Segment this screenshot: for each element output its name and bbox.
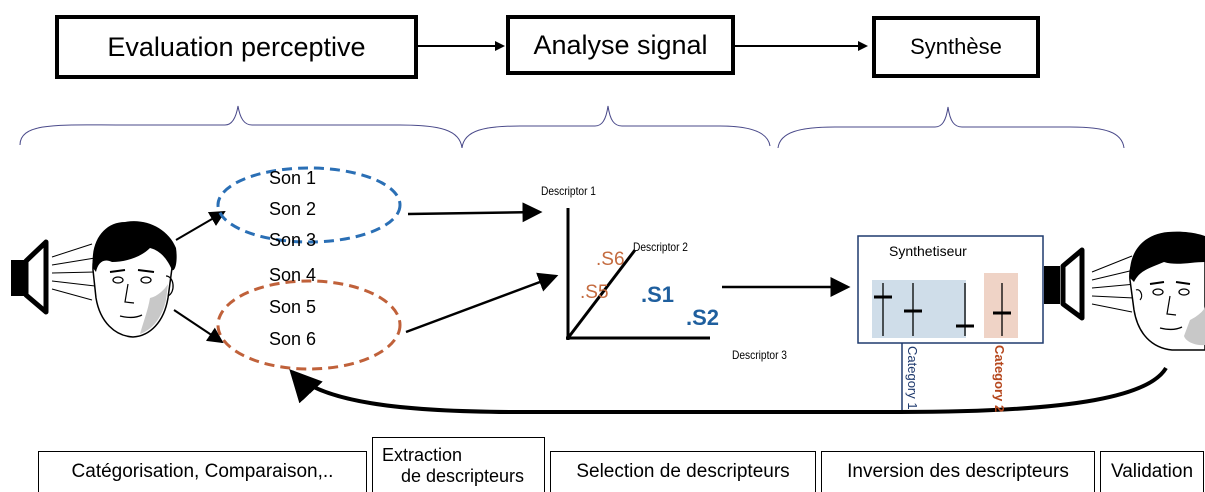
listener-face-left-icon bbox=[92, 221, 177, 338]
stage-synthese-label: Synthèse bbox=[910, 34, 1002, 59]
point-s1: .S1 bbox=[641, 282, 675, 307]
step-validation-label: Validation bbox=[1110, 461, 1194, 482]
stage-synthese: Synthèse bbox=[872, 16, 1040, 78]
feedback-arrow bbox=[289, 366, 1168, 414]
arrow-face-to-group2 bbox=[173, 309, 224, 344]
brace-left bbox=[19, 105, 463, 149]
speaker-right-icon bbox=[1044, 247, 1137, 321]
category1-region bbox=[872, 280, 966, 338]
son-1-label: Son 1 bbox=[269, 168, 317, 188]
arrow-face-to-group1 bbox=[175, 210, 226, 241]
category2-region bbox=[984, 273, 1018, 338]
step-extraction: Extraction de descripteurs bbox=[372, 437, 545, 492]
point-s6: .S6 bbox=[596, 249, 625, 270]
son-5-label: Son 5 bbox=[269, 297, 317, 317]
son-2-label: Son 2 bbox=[269, 199, 317, 219]
brace-right bbox=[777, 106, 1125, 149]
descriptor-axes bbox=[566, 208, 710, 340]
braces bbox=[19, 105, 1125, 149]
step-extraction-label-line1: Extraction bbox=[382, 445, 463, 465]
point-s2: .S2 bbox=[686, 305, 720, 330]
descriptor3-label: Descriptor 3 bbox=[732, 348, 787, 362]
synth-sliders bbox=[874, 283, 1011, 336]
brace-middle bbox=[461, 105, 771, 149]
step-categorisation: Catégorisation, Comparaison,.. bbox=[38, 451, 367, 492]
arrow-group2-to-plot bbox=[405, 272, 559, 334]
step-validation: Validation bbox=[1100, 451, 1204, 492]
speaker-left-icon bbox=[11, 239, 96, 315]
son-6-label: Son 6 bbox=[269, 329, 317, 349]
step-selection: Selection de descripteurs bbox=[550, 451, 816, 492]
son-4-label: Son 4 bbox=[269, 265, 317, 285]
step-inversion-label: Inversion des descripteurs bbox=[847, 461, 1069, 482]
son-3-label: Son 3 bbox=[269, 230, 317, 250]
son-group-blue-ellipse bbox=[216, 166, 402, 244]
stage-evaluation-label: Evaluation perceptive bbox=[107, 31, 366, 62]
synth-title: Synthetiseur bbox=[889, 243, 967, 259]
stage-analyse-label: Analyse signal bbox=[533, 29, 708, 60]
category2-label: Category 2 bbox=[992, 345, 1007, 413]
step-inversion: Inversion des descripteurs bbox=[821, 451, 1095, 492]
listener-face-right-icon bbox=[1129, 231, 1205, 351]
step-selection-label: Selection de descripteurs bbox=[576, 461, 790, 482]
step-categorisation-label: Catégorisation, Comparaison,.. bbox=[71, 461, 334, 482]
descriptor1-label: Descriptor 1 bbox=[541, 184, 596, 198]
son-group-orange-ellipse bbox=[216, 279, 402, 371]
stage-analyse-signal: Analyse signal bbox=[506, 15, 735, 75]
category1-label: Category 1 bbox=[905, 346, 920, 410]
stage-evaluation-perceptive: Evaluation perceptive bbox=[55, 15, 418, 79]
point-s5: .S5 bbox=[580, 282, 609, 303]
arrow-group1-to-plot bbox=[407, 202, 543, 223]
descriptor2-label: Descriptor 2 bbox=[633, 240, 688, 254]
step-extraction-label-line2: de descripteurs bbox=[400, 466, 525, 486]
